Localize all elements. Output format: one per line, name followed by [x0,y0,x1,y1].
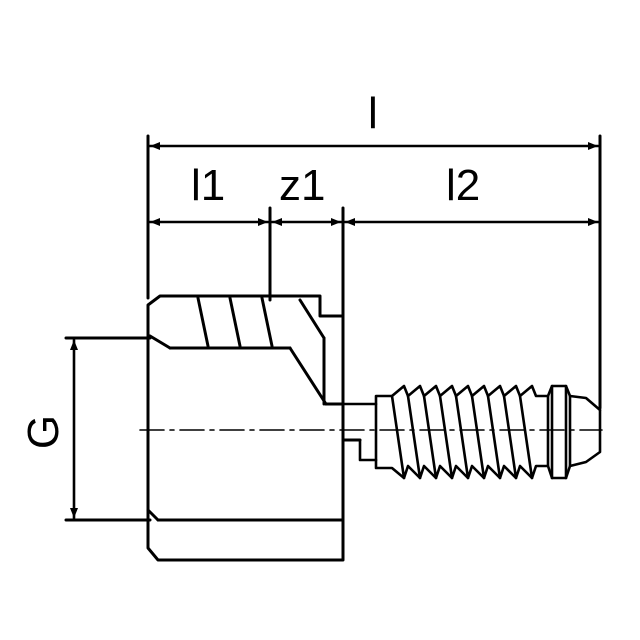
thread-size-label: G [19,415,68,449]
fitting-body [146,294,362,562]
hose-barb [341,384,602,480]
extension-lines [64,134,602,522]
barb-length-label: l2 [446,161,480,210]
female-thread-length-label: l1 [191,161,225,210]
dimension-lines [70,142,600,520]
offset-length-label: z1 [279,161,325,210]
overall-length-label: l [368,89,378,138]
